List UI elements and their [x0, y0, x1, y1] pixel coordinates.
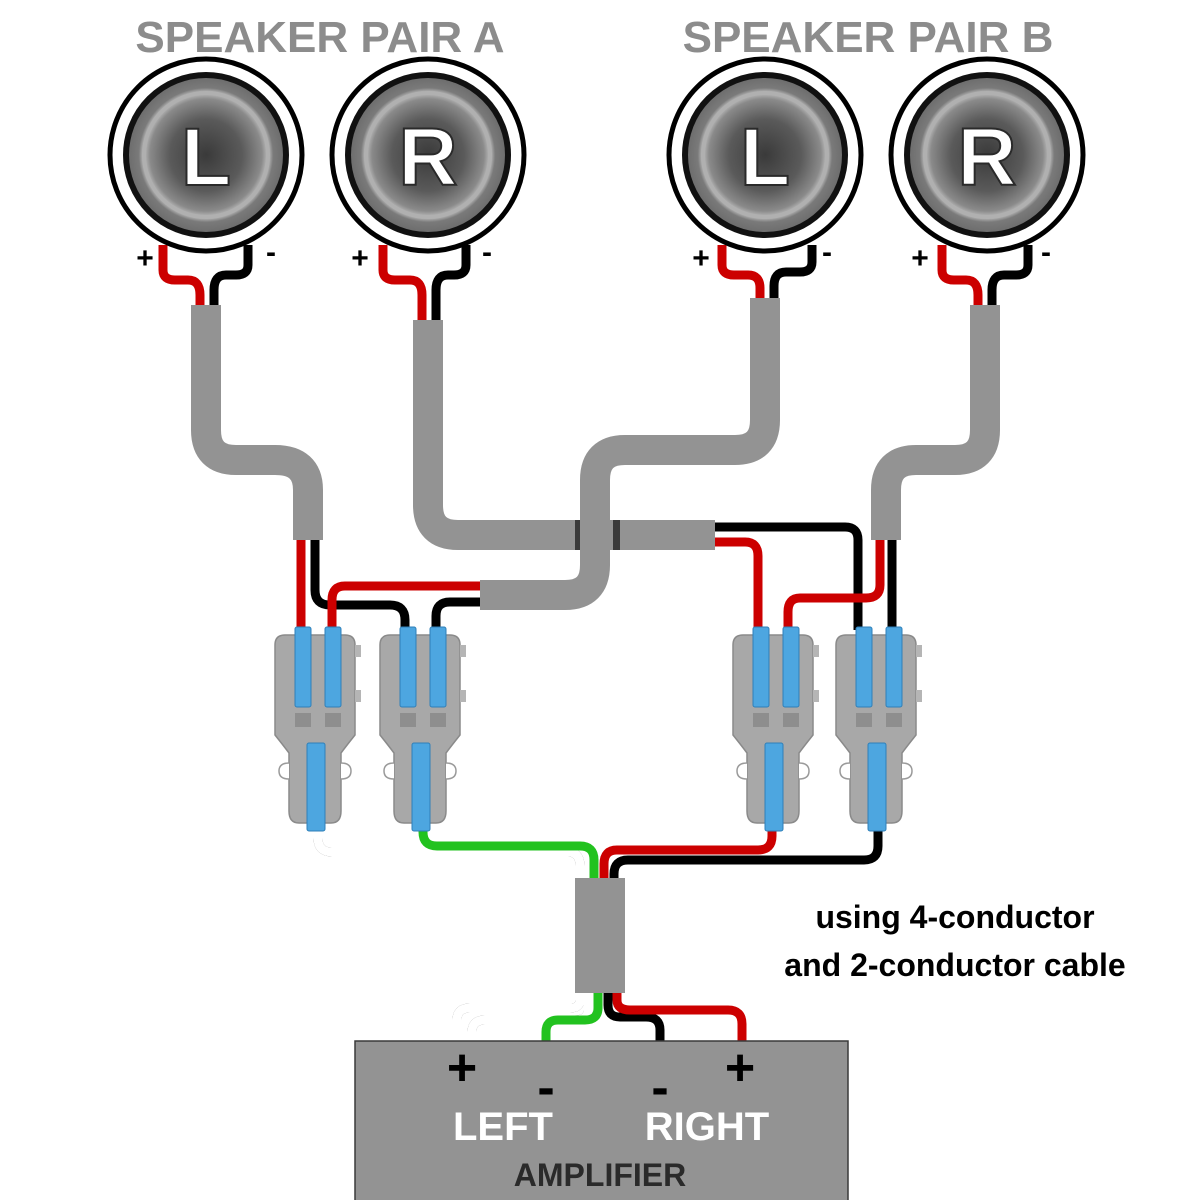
speaker-minus-label: -: [1041, 236, 1051, 269]
amp-wires-lower: [452, 993, 747, 1043]
speaker-minus-label: -: [266, 236, 276, 269]
speaker-letter: R: [957, 112, 1016, 203]
speaker-letter: L: [181, 112, 231, 203]
cable-crossing-mark: [613, 520, 620, 550]
speaker-pair-b-title: SPEAKER PAIR B: [683, 13, 1054, 62]
caption-line-2: and 2-conductor cable: [784, 947, 1125, 983]
cable-speaker-b-right: [871, 305, 1000, 540]
speaker-b-left: L: [666, 56, 864, 254]
speaker-minus-label: -: [822, 236, 832, 269]
speaker-plus-label: +: [351, 242, 369, 275]
amp-left-minus-terminal: -: [537, 1059, 554, 1117]
cable-speaker-a-left: [191, 305, 323, 540]
speaker-plus-label: +: [136, 242, 154, 275]
speaker-a-right: R: [329, 56, 527, 254]
speaker-a-left: L: [107, 56, 305, 254]
amp-wires-upper: [313, 820, 883, 882]
cable-speaker-b-left: [480, 298, 780, 610]
speaker-plus-label: +: [911, 242, 929, 275]
speaker-wires: [296, 522, 897, 630]
cable-crossing-mark: [575, 520, 582, 550]
speaker-plus-label: +: [692, 242, 710, 275]
lever-connector-left-minus: [379, 626, 467, 832]
speaker-pair-a-title: SPEAKER PAIR A: [135, 13, 504, 62]
lever-connector-right-plus: [732, 626, 820, 832]
speaker-minus-label: -: [482, 236, 492, 269]
amp-left-label: LEFT: [453, 1105, 553, 1149]
amp-left-plus-terminal: +: [447, 1039, 477, 1097]
cable-speaker-a-right: [413, 320, 715, 550]
cable-jackets: [191, 298, 1000, 610]
amp-right-plus-terminal: +: [725, 1039, 755, 1097]
speaker-leads: [158, 245, 1033, 320]
lever-connector-right-minus: [835, 626, 923, 832]
lever-connector-left-plus: [274, 626, 362, 832]
amplifier-label: AMPLIFIER: [514, 1157, 686, 1193]
speaker-letter: R: [398, 112, 457, 203]
amp-right-minus-terminal: -: [651, 1059, 668, 1117]
amp-right-label: RIGHT: [645, 1105, 769, 1149]
caption-line-1: using 4-conductor: [815, 899, 1094, 935]
four-conductor-cable-jacket: [575, 878, 625, 993]
speaker-letter: L: [740, 112, 790, 203]
amplifier: + - - + LEFT RIGHT AMPLIFIER: [354, 1039, 849, 1200]
speaker-b-right: R: [888, 56, 1086, 254]
